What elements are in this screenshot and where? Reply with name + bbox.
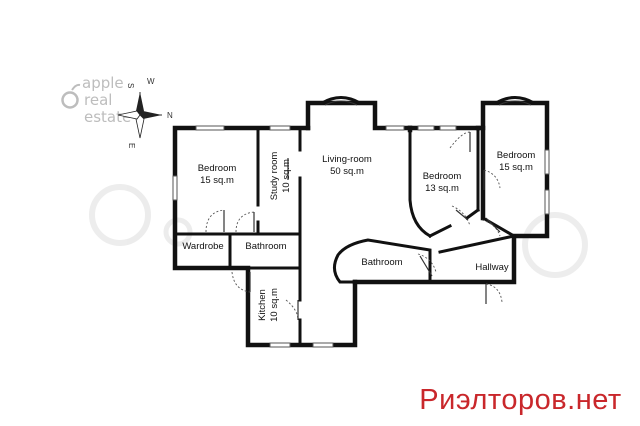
apple-logo-icon [61, 83, 81, 109]
bathroom-left-name: Bathroom [245, 241, 286, 252]
living-room-name: Living-room [322, 154, 372, 165]
bedroom-left-area: 15 sq.m [200, 175, 234, 186]
windows [172, 125, 550, 348]
logo-line-3: estate [84, 108, 131, 126]
compass-rose-icon: W N S E [117, 77, 173, 148]
brand-logo-text: Риэлторов.нет [419, 384, 622, 416]
bedroom-left-name: Bedroom [198, 163, 237, 174]
bedroom-middle-name: Bedroom [423, 171, 462, 182]
room-labels: Bedroom 15 sq.m Study room 10 sq.m Livin… [182, 150, 535, 322]
bathroom-center-name: Bathroom [361, 257, 402, 268]
living-room-area: 50 sq.m [330, 166, 364, 177]
compass-north-label: N [167, 111, 173, 120]
study-room-name: Study room [269, 152, 280, 201]
brand-banner: Риэлторов.нет [408, 382, 633, 418]
doors [205, 131, 503, 321]
wardrobe-name: Wardrobe [182, 241, 223, 252]
compass-west-label: W [147, 77, 155, 86]
compass-east-label: E [127, 143, 136, 148]
logo-line-2: real [84, 91, 112, 109]
bedroom-middle-area: 13 sq.m [425, 183, 459, 194]
bedroom-right-name: Bedroom [497, 150, 536, 161]
hallway-name: Hallway [475, 262, 509, 273]
background-watermark [89, 184, 588, 278]
logo-line-1: apple [82, 74, 124, 92]
kitchen-area: 10 sq.m [269, 288, 280, 322]
compass-south-label: S [126, 83, 135, 88]
center-bathroom-walls [333, 238, 432, 284]
living-room-bay-window [321, 96, 361, 106]
bedroom-right-area: 15 sq.m [499, 162, 533, 173]
apple-real-estate-logo: apple real estate [61, 74, 131, 126]
interior-walls [173, 128, 517, 347]
right-bedroom-bay-window [495, 96, 535, 106]
kitchen-name: Kitchen [257, 289, 268, 321]
study-room-area: 10 sq.m [281, 159, 292, 193]
